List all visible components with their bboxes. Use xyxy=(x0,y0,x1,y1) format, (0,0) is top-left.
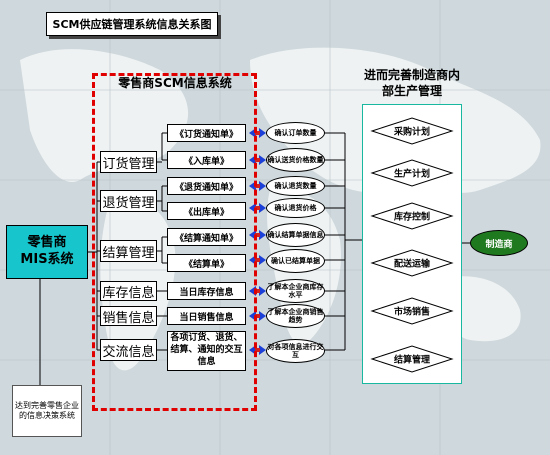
retailer-scm-title: 零售商SCM信息系统 xyxy=(118,76,232,90)
sub-return-notice: 《退货通知单》 xyxy=(167,177,246,195)
oval-confirm-delivery: 确认送货价格数量 xyxy=(266,148,325,172)
sub-daily-inventory: 当日库存信息 xyxy=(167,282,246,300)
process-step-4: 配送运输 xyxy=(370,249,454,277)
module-communication: 交流信息 xyxy=(100,339,157,361)
module-return: 退货管理 xyxy=(100,190,157,212)
oval-confirm-return-qty: 确认退货数量 xyxy=(266,176,325,196)
process-step-diamond xyxy=(370,345,454,373)
sub-daily-sales: 当日销售信息 xyxy=(167,307,246,325)
process-step-label: 市场销售 xyxy=(394,306,430,318)
sub-stock-in: 《入库单》 xyxy=(167,151,246,169)
retailer-mis-box: 零售商 MIS系统 xyxy=(6,225,88,279)
process-step-diamond xyxy=(370,297,454,325)
module-sales: 销售信息 xyxy=(100,306,157,326)
process-step-2: 生产计划 xyxy=(370,159,454,187)
process-step-diamond xyxy=(370,117,454,145)
module-inventory: 库存信息 xyxy=(100,281,157,301)
sub-stock-out: 《出库单》 xyxy=(167,202,246,220)
process-step-diamond xyxy=(370,202,454,230)
oval-confirm-settled: 确认已结算单据 xyxy=(266,249,325,273)
manufacturer-process-frame xyxy=(362,104,462,384)
process-step-diamond xyxy=(370,159,454,187)
oval-confirm-order-qty: 确认订单数量 xyxy=(266,122,325,144)
mis-line2: MIS系统 xyxy=(20,252,74,267)
mis-line1: 零售商 xyxy=(27,235,67,251)
module-settlement: 结算管理 xyxy=(100,240,157,262)
oval-confirm-settlement: 确认结算单据信息 xyxy=(266,223,325,247)
process-step-3: 库存控制 xyxy=(370,202,454,230)
process-step-label: 结算管理 xyxy=(394,354,430,366)
diagram-title: SCM供应链管理系统信息关系图 xyxy=(46,12,218,36)
process-step-diamond xyxy=(370,249,454,277)
right-section-title: 进而完善制造商内部生产管理 xyxy=(363,68,460,99)
oval-confirm-return-price: 确认退货价格 xyxy=(266,198,325,218)
sub-interaction-info: 各项订货、退货、结算、通知的交互信息 xyxy=(167,331,246,371)
process-step-label: 生产计划 xyxy=(394,168,430,180)
sub-settlement-bill: 《结算单》 xyxy=(167,254,246,272)
decision-note: 达到完善零售企业的信息决策系统 xyxy=(12,385,82,437)
oval-interaction: 对各项信息进行交互 xyxy=(266,339,325,363)
process-step-label: 采购计划 xyxy=(393,126,430,138)
sub-order-notice: 《订货通知单》 xyxy=(167,124,246,142)
sub-settlement-notice: 《结算通知单》 xyxy=(167,228,246,246)
process-step-1: 采购计划 xyxy=(370,117,454,145)
retailer-scm-frame xyxy=(92,73,257,411)
process-step-label: 配送运输 xyxy=(394,258,431,270)
oval-inventory-level: 了解本企业商库存水平 xyxy=(266,279,325,303)
manufacturer-node: 制造商 xyxy=(470,230,528,256)
process-step-label: 库存控制 xyxy=(394,211,430,223)
oval-sales-trend: 了解本企业商销售趋势 xyxy=(266,304,325,328)
module-order: 订货管理 xyxy=(100,151,157,173)
process-step-5: 市场销售 xyxy=(370,297,454,325)
process-step-6: 结算管理 xyxy=(370,345,454,373)
